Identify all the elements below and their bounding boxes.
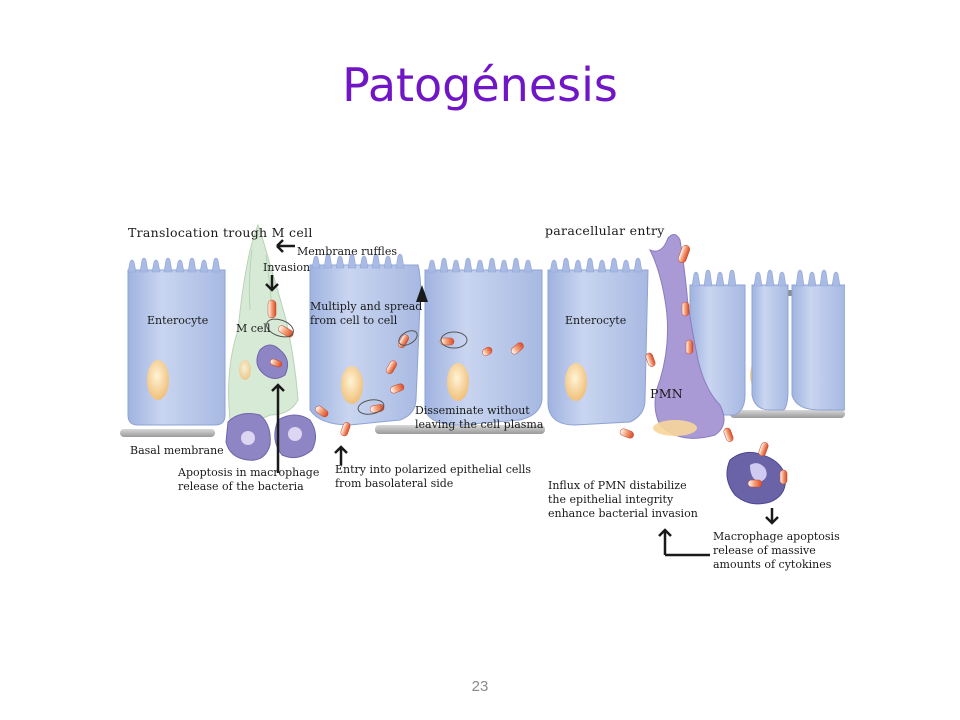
label-entry-line2: from basolateral side: [335, 477, 453, 490]
bacteria: [267, 245, 788, 488]
bacteria-vacuoles: [266, 318, 468, 415]
label-macrophage-line3: amounts of cytokines: [713, 558, 832, 571]
label-multiply-line2: from cell to cell: [310, 314, 398, 327]
nucleus: [565, 363, 587, 401]
label-disseminate-line2: leaving the cell plasma: [415, 418, 544, 431]
label-influx-line2: the epithelial integrity: [548, 493, 674, 506]
nucleus: [147, 360, 169, 400]
process-arrows: [265, 239, 779, 557]
nucleus: [341, 366, 363, 404]
label-disseminate-line1: Disseminate without: [415, 404, 530, 417]
label-apoptosis-line2: release of the bacteria: [178, 480, 304, 493]
label-pmn: PMN: [650, 386, 683, 401]
label-influx-line1: Influx of PMN distabilize: [548, 479, 687, 492]
pmn-cell: [648, 234, 725, 439]
label-basal-membrane: Basal membrane: [130, 444, 224, 457]
label-enterocyte-left: Enterocyte: [147, 314, 208, 327]
pathogenesis-diagram: Translocation trough M cell Membrane ruf…: [120, 223, 845, 571]
slide-title: Patogénesis: [342, 58, 618, 112]
enterocyte-cell-left: [127, 257, 226, 426]
label-enterocyte-right: Enterocyte: [565, 314, 626, 327]
label-multiply-line1: Multiply and spread: [310, 300, 422, 313]
nucleus: [447, 363, 469, 401]
label-m-cell: M cell: [236, 322, 271, 335]
label-apoptosis-line1: Apoptosis in macrophage: [177, 466, 319, 479]
label-influx-line3: enhance bacterial invasion: [548, 507, 698, 520]
label-invasion: Invasion: [263, 261, 310, 274]
label-translocation: Translocation trough M cell: [128, 225, 313, 240]
label-membrane-ruffles: Membrane ruffles: [297, 245, 397, 258]
slide-number: 23: [471, 678, 489, 695]
label-entry-line1: Entry into polarized epithelial cells: [335, 463, 531, 476]
label-macrophage-line1: Macrophage apoptosis: [713, 530, 840, 543]
enterocyte-cells-middle: [309, 253, 543, 426]
label-paracellular: paracellular entry: [545, 223, 665, 238]
label-macrophage-line2: release of massive: [713, 544, 816, 557]
